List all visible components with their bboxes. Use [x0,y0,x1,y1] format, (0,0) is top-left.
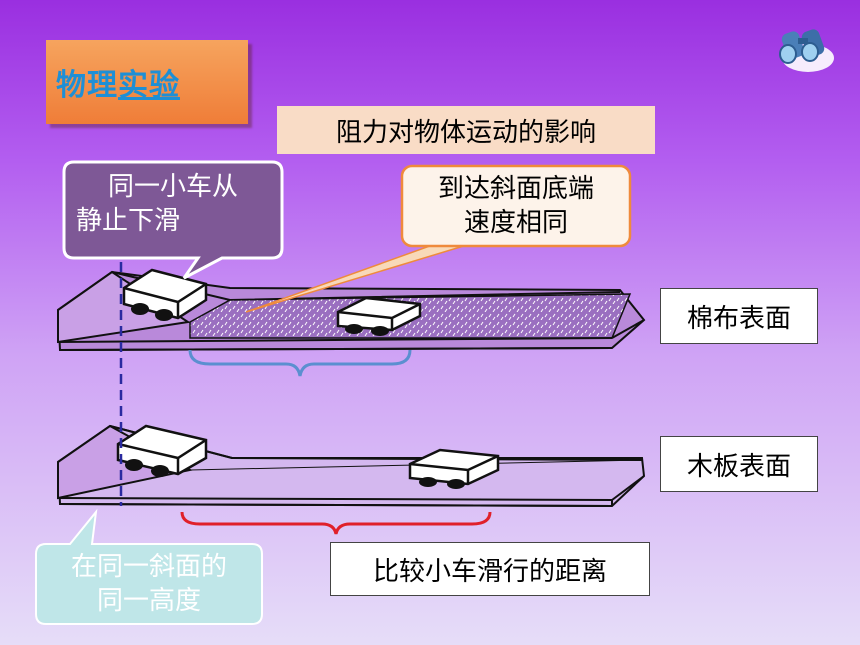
cart-top-slope [122,268,208,321]
callout-same-speed: 到达斜面底端 速度相同 [402,172,630,240]
cart-on-cotton [336,296,422,336]
wood-distance-brace [180,511,492,535]
cart-bottom-slope [116,424,208,477]
binoculars-icon [779,29,834,72]
wood-surface-label: 木板表面 [660,436,818,492]
experiment-subtitle: 阻力对物体运动的影响 [277,106,655,154]
callout-still-release-line1: 同一小车从 [107,172,238,202]
callout-same-height-bubble [35,508,263,625]
callout-same-height: 在同一斜面的 同一高度 [36,550,262,618]
cart-on-wood [408,448,500,489]
callout-same-height-line2: 同一高度 [96,586,201,616]
callout-still-release-bubble [62,160,284,280]
page-title: 物理实验 [46,40,248,124]
cotton-surface-label: 棉布表面 [660,288,818,344]
callout-same-height-line1: 在同一斜面的 [70,552,227,582]
callout-still-release: 同一小车从 静止下滑 [64,170,282,238]
callout-same-speed-line2: 速度相同 [463,208,568,238]
callout-same-speed-line1: 到达斜面底端 [437,174,594,204]
callout-same-speed-bubble [400,164,632,248]
callout-still-release-line2: 静止下滑 [76,206,181,236]
title-part1: 物理 [56,68,118,103]
cotton-distance-brace [188,349,412,377]
compare-distance-label: 比较小车滑行的距离 [330,542,650,596]
title-part2: 实验 [118,68,180,103]
